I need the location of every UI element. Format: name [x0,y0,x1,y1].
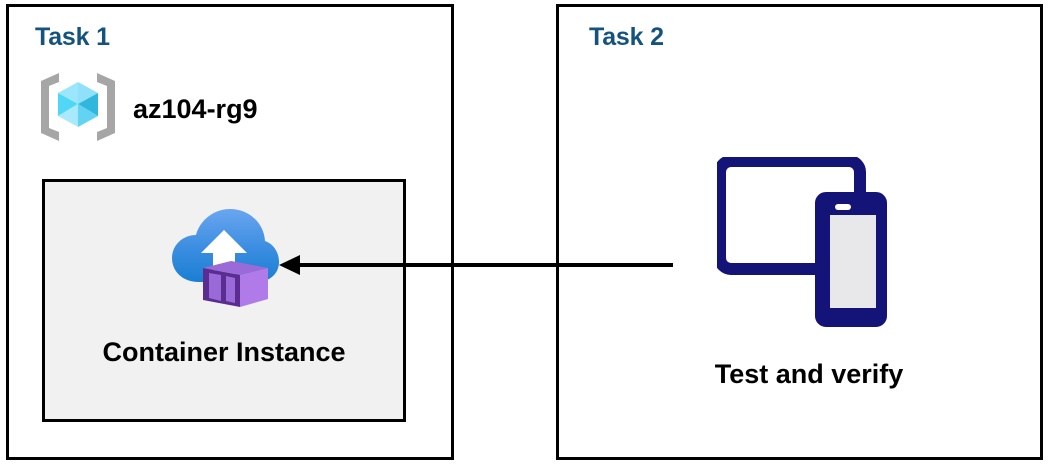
task-2-panel: Task 2 Test and verify [556,4,1043,460]
container-instance-box: Container Instance [42,179,406,422]
test-and-verify-label: Test and verify [714,359,904,389]
azure-container-instance-icon [169,204,279,317]
devices-tablet-phone-icon [713,155,902,337]
task-1-panel: Task 1 [6,4,454,460]
test-and-verify-group: Test and verify [609,155,1009,390]
azure-resource-group-icon [37,69,119,150]
task-1-title: Task 1 [35,23,110,51]
task-2-title: Task 2 [589,23,664,51]
resource-group-name: az104-rg9 [133,94,258,124]
container-instance-label: Container Instance [102,337,346,367]
resource-group-row: az104-rg9 [37,69,258,150]
